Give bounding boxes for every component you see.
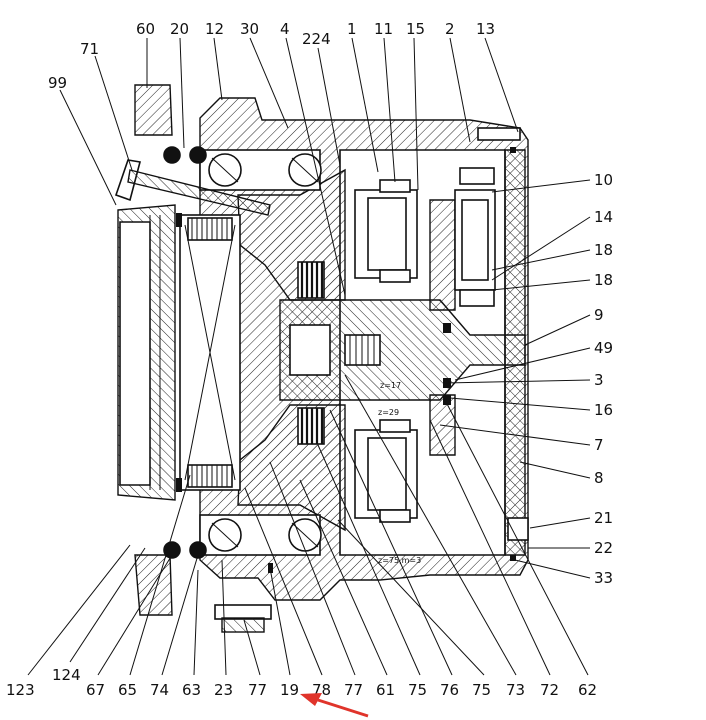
label-15: 15 bbox=[406, 20, 425, 38]
labels-top: 60 20 12 30 4 224 1 11 15 2 13 71 99 bbox=[48, 20, 495, 92]
planet-gear-lower bbox=[354, 419, 418, 523]
label-18a: 18 bbox=[594, 241, 613, 259]
label-124: 124 bbox=[52, 666, 81, 684]
spring-bottom bbox=[187, 464, 233, 488]
label-73: 73 bbox=[506, 681, 525, 699]
label-71: 71 bbox=[80, 40, 99, 58]
label-7: 7 bbox=[594, 436, 604, 454]
label-74: 74 bbox=[150, 681, 169, 699]
label-63: 63 bbox=[182, 681, 201, 699]
label-33: 33 bbox=[594, 569, 613, 587]
label-4: 4 bbox=[280, 20, 290, 38]
label-1: 1 bbox=[347, 20, 357, 38]
label-11: 11 bbox=[374, 20, 393, 38]
label-18b: 18 bbox=[594, 271, 613, 289]
label-30: 30 bbox=[240, 20, 259, 38]
note-z29: z=29 bbox=[378, 408, 399, 417]
label-14: 14 bbox=[594, 208, 613, 226]
label-23: 23 bbox=[214, 681, 233, 699]
label-13: 13 bbox=[476, 20, 495, 38]
spring-top bbox=[187, 217, 233, 241]
label-12: 12 bbox=[205, 20, 224, 38]
bearing-top bbox=[199, 149, 322, 191]
label-75a: 75 bbox=[408, 681, 427, 699]
label-19: 19 bbox=[280, 681, 299, 699]
label-16: 16 bbox=[594, 401, 613, 419]
labels-right: 10 14 18 18 9 49 3 16 7 8 21 22 33 bbox=[594, 171, 613, 587]
label-49: 49 bbox=[594, 339, 613, 357]
friction-plates-bottom bbox=[297, 407, 325, 445]
label-20: 20 bbox=[170, 20, 189, 38]
label-224: 224 bbox=[302, 30, 331, 48]
friction-plates-top bbox=[297, 261, 325, 299]
label-3: 3 bbox=[594, 371, 604, 389]
label-76: 76 bbox=[440, 681, 459, 699]
leader-lines bbox=[27, 37, 591, 676]
label-77a: 77 bbox=[248, 681, 267, 699]
label-21: 21 bbox=[594, 509, 613, 527]
label-72: 72 bbox=[540, 681, 559, 699]
planet-gear-upper bbox=[354, 179, 418, 283]
label-8: 8 bbox=[594, 469, 604, 487]
label-61: 61 bbox=[376, 681, 395, 699]
label-65: 65 bbox=[118, 681, 137, 699]
note-z17: z=17 bbox=[380, 381, 401, 390]
label-123: 123 bbox=[6, 681, 35, 699]
label-2: 2 bbox=[445, 20, 455, 38]
label-67: 67 bbox=[86, 681, 105, 699]
labels-bottom: 123 124 67 65 74 63 23 77 19 78 77 61 75… bbox=[6, 666, 597, 699]
label-77b: 77 bbox=[344, 681, 363, 699]
label-9: 9 bbox=[594, 306, 604, 324]
label-22: 22 bbox=[594, 539, 613, 557]
housing-drawing: z=17 z=29 z=75,m=3 bbox=[114, 84, 529, 633]
label-10: 10 bbox=[594, 171, 613, 189]
label-75b: 75 bbox=[472, 681, 491, 699]
label-62: 62 bbox=[578, 681, 597, 699]
bearing-bottom bbox=[199, 514, 322, 556]
label-60: 60 bbox=[136, 20, 155, 38]
label-99: 99 bbox=[48, 74, 67, 92]
red-arrow-icon bbox=[300, 693, 369, 718]
